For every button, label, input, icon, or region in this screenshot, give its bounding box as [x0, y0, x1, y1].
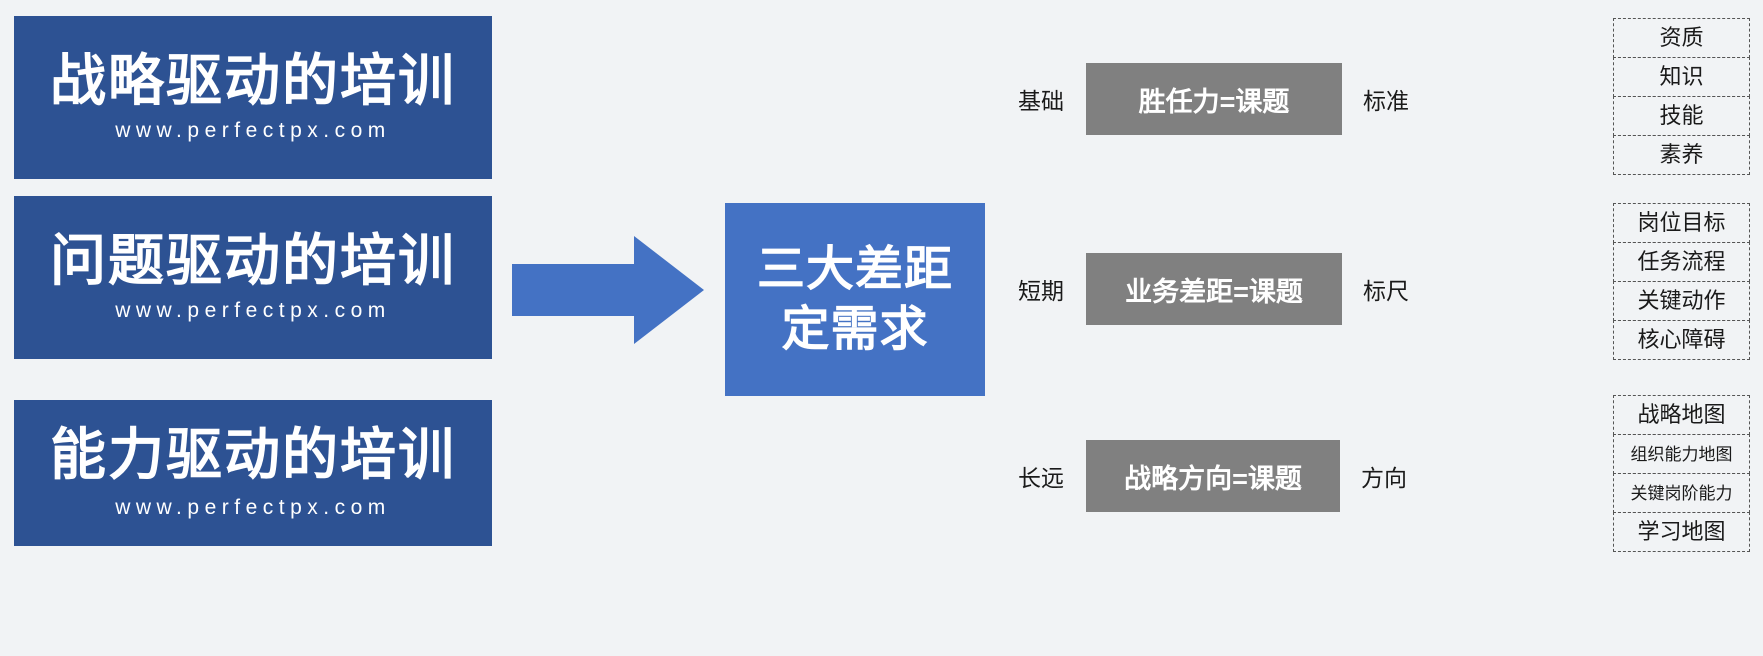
gap-row-short-term: 短期 业务差距=课题 标尺 [1005, 253, 1416, 325]
detail-group-standard: 资质 知识 技能 素养 [1613, 18, 1750, 175]
gap-row-long-term: 长远 战略方向=课题 方向 [1005, 440, 1414, 512]
gap-topic-text: 业务差距=课题 [1125, 276, 1303, 307]
detail-item-label: 组织能力地图 [1630, 444, 1733, 464]
row-right-label: 方向 [1361, 465, 1407, 491]
detail-item-label: 关键动作 [1637, 288, 1726, 313]
training-card-url: www.perfectpx.com [115, 299, 391, 323]
training-card-url: www.perfectpx.com [115, 495, 391, 519]
training-card-title: 问题驱动的培训 [50, 228, 456, 292]
center-concept-box[interactable]: 三大差距 定需求 [725, 203, 985, 396]
training-card-title: 能力驱动的培训 [50, 423, 456, 487]
gap-topic-text: 战略方向=课题 [1124, 463, 1302, 494]
detail-item-label: 关键岗阶能力 [1630, 483, 1733, 503]
detail-item[interactable]: 关键岗阶能力 [1613, 473, 1750, 513]
detail-item-label: 技能 [1659, 103, 1704, 128]
detail-item[interactable]: 学习地图 [1613, 512, 1750, 552]
detail-item[interactable]: 战略地图 [1613, 395, 1750, 435]
detail-item[interactable]: 岗位目标 [1613, 203, 1750, 243]
gap-topic-box[interactable]: 胜任力=课题 [1086, 63, 1342, 135]
detail-item-label: 岗位目标 [1637, 210, 1726, 235]
center-concept-line-2: 定需求 [781, 302, 929, 356]
detail-item[interactable]: 任务流程 [1613, 242, 1750, 282]
center-concept-line-1: 三大差距 [756, 242, 953, 296]
detail-item[interactable]: 知识 [1613, 57, 1750, 97]
detail-item-label: 资质 [1659, 25, 1704, 50]
detail-item-label: 学习地图 [1637, 519, 1726, 544]
row-left-label: 长远 [1018, 465, 1064, 491]
row-left-label: 短期 [1018, 278, 1064, 304]
detail-item[interactable]: 组织能力地图 [1613, 434, 1750, 474]
training-card-strategy[interactable]: 战略驱动的培训 www.perfectpx.com [14, 16, 492, 179]
gap-row-foundation: 基础 胜任力=课题 标准 [1005, 63, 1416, 135]
detail-item[interactable]: 技能 [1613, 96, 1750, 136]
training-card-url: www.perfectpx.com [115, 119, 391, 143]
detail-item-label: 核心障碍 [1637, 327, 1726, 352]
training-card-problem[interactable]: 问题驱动的培训 www.perfectpx.com [14, 196, 492, 359]
detail-group-ruler: 岗位目标 任务流程 关键动作 核心障碍 [1613, 203, 1750, 360]
training-card-title: 战略驱动的培训 [50, 48, 456, 112]
row-left-label: 基础 [1018, 88, 1064, 114]
training-card-capability[interactable]: 能力驱动的培训 www.perfectpx.com [14, 400, 492, 546]
detail-item-label: 素养 [1659, 142, 1704, 167]
detail-group-direction: 战略地图 组织能力地图 关键岗阶能力 学习地图 [1613, 395, 1750, 552]
detail-item[interactable]: 资质 [1613, 18, 1750, 58]
detail-item-label: 知识 [1659, 64, 1704, 89]
gap-topic-box[interactable]: 业务差距=课题 [1086, 253, 1342, 325]
row-right-label: 标准 [1363, 88, 1409, 114]
detail-item-label: 任务流程 [1637, 249, 1726, 274]
detail-item[interactable]: 关键动作 [1613, 281, 1750, 321]
detail-item-label: 战略地图 [1637, 402, 1726, 427]
detail-item[interactable]: 素养 [1613, 135, 1750, 175]
gap-topic-text: 胜任力=课题 [1138, 86, 1290, 117]
row-right-label: 标尺 [1363, 278, 1409, 304]
gap-topic-box[interactable]: 战略方向=课题 [1086, 440, 1340, 512]
right-arrow-icon [512, 236, 704, 344]
detail-item[interactable]: 核心障碍 [1613, 320, 1750, 360]
